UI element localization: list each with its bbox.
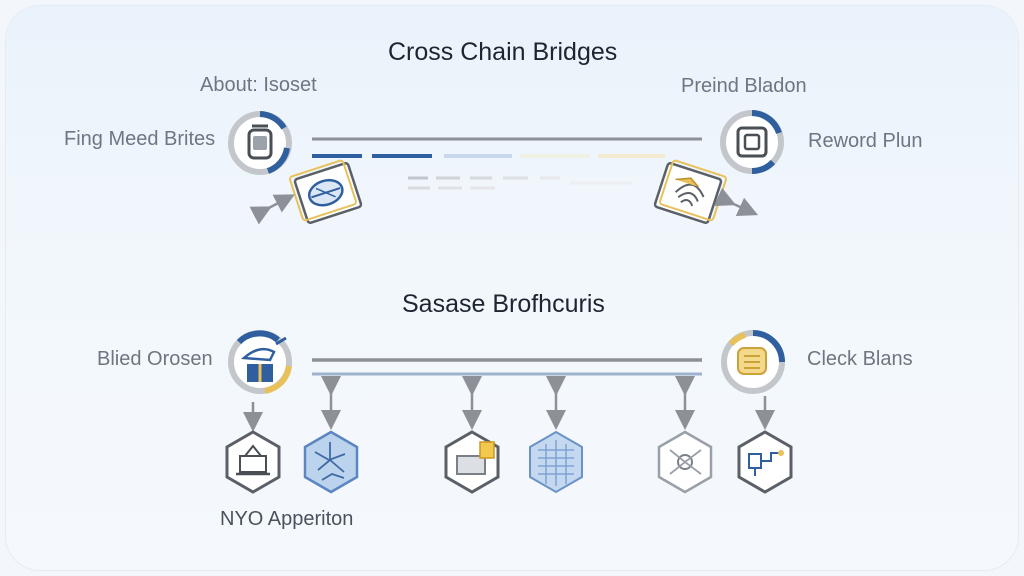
fingerprint-card-icon xyxy=(653,159,727,224)
bottom-left-node-label: Blied Orosen xyxy=(97,348,213,370)
top-left-double-arrow xyxy=(249,194,295,225)
worker-icon[interactable] xyxy=(228,330,292,394)
top-right-node-label: Reword Plun xyxy=(808,130,923,152)
top-right-double-arrow xyxy=(713,187,759,216)
nodes-icon[interactable] xyxy=(657,430,713,494)
top-left-caption: About: Isoset xyxy=(200,74,317,96)
bottom-right-node-label: Cleck Blans xyxy=(807,348,913,370)
bottom-section-title: Sasase Brofhcuris xyxy=(402,290,605,318)
circuit-icon[interactable] xyxy=(529,430,583,494)
pipeline-icon[interactable] xyxy=(737,430,793,494)
top-bridge-dashes xyxy=(312,154,665,190)
building-icon[interactable] xyxy=(225,430,281,494)
network-icon[interactable] xyxy=(303,430,359,494)
hand-icon[interactable] xyxy=(721,330,785,394)
top-section-title: Cross Chain Bridges xyxy=(388,38,618,66)
diagram-card xyxy=(6,6,1018,570)
top-left-node-label: Fing Meed Brites xyxy=(64,128,216,150)
bottom-caption: NYO Apperiton xyxy=(220,508,354,530)
connector-arrows xyxy=(243,376,775,432)
chip-icon[interactable] xyxy=(720,110,784,174)
robot-icon[interactable] xyxy=(228,111,292,175)
helmet-card-icon xyxy=(289,159,363,224)
top-right-caption: Preind Bladon xyxy=(681,75,807,97)
folder-icon[interactable] xyxy=(444,430,500,494)
